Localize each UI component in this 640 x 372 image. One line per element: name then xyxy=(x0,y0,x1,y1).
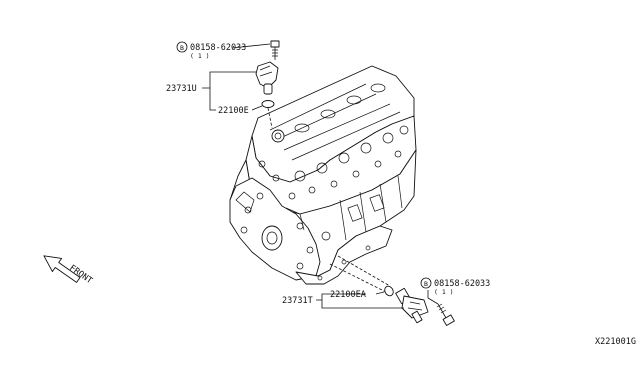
upper-bolt-part-number: 08158-62033 xyxy=(190,43,246,53)
upper-sensor-group xyxy=(202,40,280,129)
lower-o-ring-part xyxy=(384,285,394,297)
lower-bolt-leader xyxy=(427,290,439,305)
upper-o-ring-leader xyxy=(251,105,263,111)
lower-sensor-part xyxy=(395,287,429,324)
lower-bolt-part xyxy=(436,303,455,326)
lower-bolt-part-number: 08158-62033 xyxy=(434,279,490,289)
lower-o-ring-leader xyxy=(375,291,385,295)
diagram-id: X221001G xyxy=(595,337,636,347)
upper-bolt-marker: B xyxy=(180,44,184,52)
upper-sensor-part-number: 23731U xyxy=(166,84,197,94)
upper-o-ring-part xyxy=(261,100,275,108)
lower-sensor-bracket xyxy=(316,293,404,309)
upper-sensor-bracket xyxy=(202,71,256,111)
lower-bolt-quantity: ( 1 ) xyxy=(434,288,454,296)
lower-o-ring-part-number: 22100EA xyxy=(330,290,366,300)
lower-sensor-part-number: 23731T xyxy=(282,296,313,306)
upper-bolt-quantity: ( 1 ) xyxy=(190,52,210,60)
lower-bolt-marker: B xyxy=(424,280,428,288)
engine-assembly xyxy=(229,65,417,285)
arrow-up-left-icon xyxy=(43,255,81,283)
upper-sensor-part xyxy=(255,61,279,95)
circled-b-icon: B xyxy=(420,277,432,289)
upper-o-ring-part-number: 22100E xyxy=(218,106,249,116)
upper-bolt-leader xyxy=(231,43,271,49)
lower-sensor-group xyxy=(316,255,455,326)
circled-b-icon: B xyxy=(176,41,188,53)
upper-bolt-part xyxy=(270,40,280,60)
